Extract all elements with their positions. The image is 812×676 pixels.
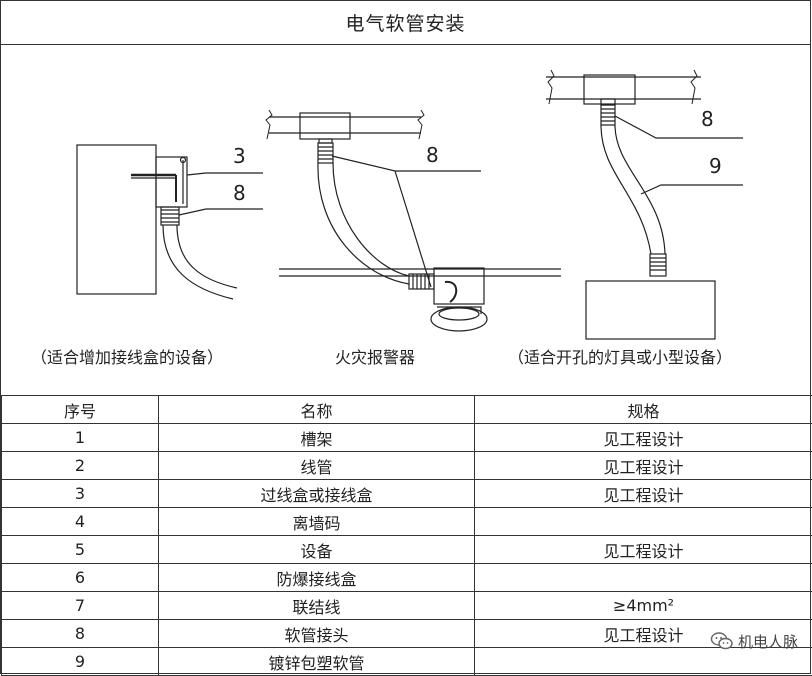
caption-left: （适合增加接线盒的设备） bbox=[31, 344, 223, 368]
row-name: 镀锌包塑软管 bbox=[159, 648, 475, 676]
equipment-cabinet bbox=[77, 145, 156, 294]
row-index: 4 bbox=[2, 508, 159, 536]
watermark-text: 机电人脉 bbox=[738, 631, 798, 652]
row-index: 8 bbox=[2, 620, 159, 648]
caption-right: （适合开孔的灯具或小型设备） bbox=[508, 344, 732, 368]
installation-drawing: 3 8 8 8 9 （适合增加接线盒的设备） 火灾报警器 （适合开孔的灯具或小型… bbox=[1, 44, 810, 395]
table-row: 3 过线盒或接线盒 见工程设计 bbox=[2, 480, 812, 508]
hose-connector-top bbox=[601, 105, 615, 125]
lamp-fixture bbox=[586, 281, 715, 339]
hose-connector-bottom bbox=[650, 254, 666, 276]
header-spec: 规格 bbox=[475, 396, 812, 424]
row-name: 设备 bbox=[159, 536, 475, 564]
table-row: 2 线管 见工程设计 bbox=[2, 452, 812, 480]
table-row: 1 槽架 见工程设计 bbox=[2, 424, 812, 452]
table-header-row: 序号 名称 规格 bbox=[2, 396, 812, 424]
parts-table: 序号 名称 规格 1 槽架 见工程设计 2 线管 见工程设计 3 过线盒或接线盒… bbox=[1, 395, 812, 676]
callout-8-left: 8 bbox=[233, 181, 246, 205]
center-figure bbox=[266, 110, 561, 331]
row-spec: 见工程设计 bbox=[475, 480, 812, 508]
table-row: 5 设备 见工程设计 bbox=[2, 536, 812, 564]
top-junction-box bbox=[584, 75, 635, 104]
sheet-title: 电气软管安装 bbox=[1, 1, 810, 45]
table-row: 8 软管接头 见工程设计 bbox=[2, 620, 812, 648]
row-index: 5 bbox=[2, 536, 159, 564]
row-name: 槽架 bbox=[159, 424, 475, 452]
row-spec: 见工程设计 bbox=[475, 424, 812, 452]
watermark: 机电人脉 bbox=[710, 629, 798, 653]
junction-box bbox=[156, 157, 187, 207]
flexible-hose-outer bbox=[163, 225, 233, 299]
left-figure bbox=[77, 145, 263, 299]
row-index: 9 bbox=[2, 648, 159, 676]
wechat-icon bbox=[710, 629, 734, 653]
table-row: 7 联结线 ≥4mm² bbox=[2, 592, 812, 620]
installation-diagram-svg: 3 8 8 8 9 bbox=[1, 44, 812, 395]
callout-8-center: 8 bbox=[426, 143, 439, 167]
callout-3-left: 3 bbox=[233, 144, 246, 168]
caption-center: 火灾报警器 bbox=[335, 344, 415, 368]
row-spec: ≥4mm² bbox=[475, 592, 812, 620]
flexible-hose-outer bbox=[318, 163, 409, 284]
row-name: 软管接头 bbox=[159, 620, 475, 648]
row-name: 线管 bbox=[159, 452, 475, 480]
row-spec bbox=[475, 508, 812, 536]
row-index: 7 bbox=[2, 592, 159, 620]
table-row: 4 离墙码 bbox=[2, 508, 812, 536]
row-spec: 见工程设计 bbox=[475, 452, 812, 480]
hose-connector bbox=[161, 207, 179, 225]
hose-connector-top bbox=[318, 143, 333, 163]
alarm-junction-box bbox=[434, 268, 484, 304]
callout-8-right: 8 bbox=[701, 107, 714, 131]
row-index: 1 bbox=[2, 424, 159, 452]
row-name: 过线盒或接线盒 bbox=[159, 480, 475, 508]
header-name: 名称 bbox=[159, 396, 475, 424]
callout-9-right: 9 bbox=[709, 154, 722, 178]
header-index: 序号 bbox=[2, 396, 159, 424]
row-index: 3 bbox=[2, 480, 159, 508]
row-spec: 见工程设计 bbox=[475, 536, 812, 564]
row-name: 防爆接线盒 bbox=[159, 564, 475, 592]
row-name: 离墙码 bbox=[159, 508, 475, 536]
flexible-hose-inner bbox=[615, 125, 665, 254]
fire-detector bbox=[431, 307, 487, 331]
row-name: 联结线 bbox=[159, 592, 475, 620]
row-index: 2 bbox=[2, 452, 159, 480]
table-row: 9 镀锌包塑软管 bbox=[2, 648, 812, 676]
table-row: 6 防爆接线盒 bbox=[2, 564, 812, 592]
row-spec bbox=[475, 564, 812, 592]
row-index: 6 bbox=[2, 564, 159, 592]
